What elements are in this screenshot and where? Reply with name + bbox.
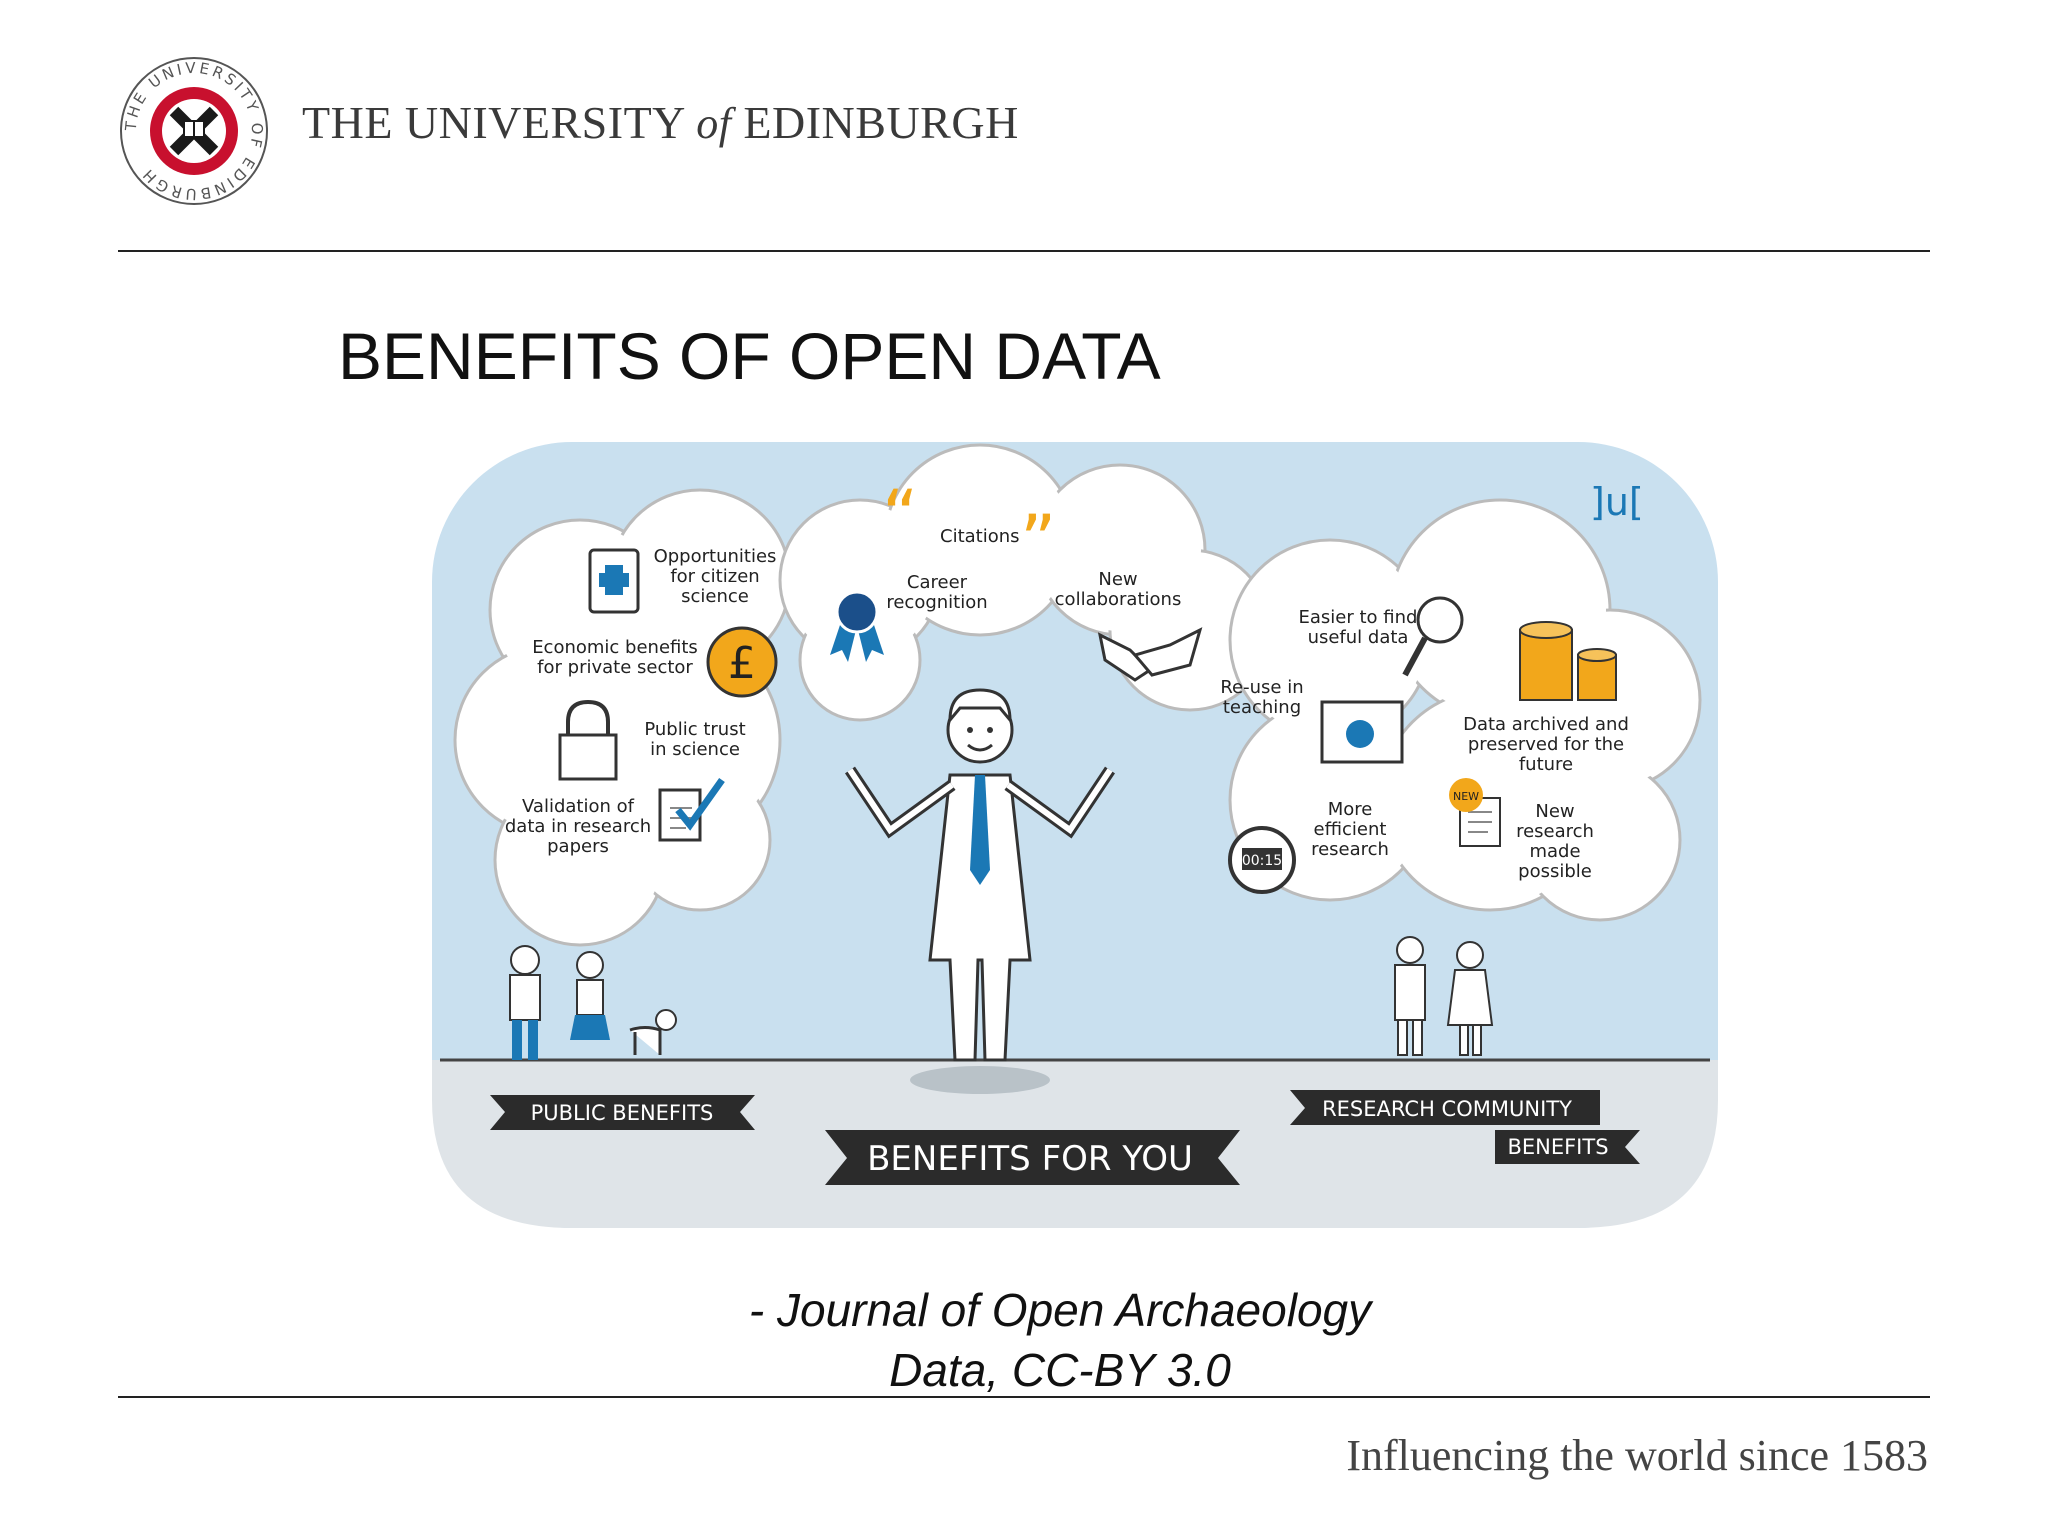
research-community-banner: RESEARCH COMMUNITY BENEFITS [1290, 1090, 1640, 1164]
svg-text:recognition: recognition [886, 592, 987, 613]
public-trust-text: Public trust in science [644, 719, 745, 760]
svg-text:Validation of: Validation of [522, 796, 635, 817]
credit-line-1: - Journal of Open Archaeology [748, 1284, 1372, 1336]
svg-text:efficient: efficient [1314, 819, 1387, 840]
svg-text:preserved for the: preserved for the [1468, 734, 1624, 755]
university-name: THE UNIVERSITY of EDINBURGH [302, 97, 1019, 148]
svg-text:teaching: teaching [1223, 697, 1301, 718]
scientist-figure [845, 688, 1115, 1094]
svg-text:future: future [1519, 754, 1573, 775]
svg-text:Opportunities: Opportunities [654, 546, 777, 567]
svg-text:papers: papers [547, 836, 609, 857]
svg-text:Career: Career [907, 572, 968, 593]
career-text: Career recognition [886, 572, 987, 613]
svg-text:for private sector: for private sector [537, 657, 693, 678]
open-data-benefits-illustration: ]u[ [430, 440, 1720, 1230]
padlock-icon [558, 699, 618, 781]
svg-text:science: science [681, 586, 749, 607]
data-archived-text: Data archived and preserved for the futu… [1463, 714, 1629, 775]
citations-text: Citations [940, 526, 1020, 547]
svg-text:Data archived and: Data archived and [1463, 714, 1629, 735]
svg-text:NEW: NEW [1453, 790, 1479, 803]
top-divider [118, 250, 1930, 252]
slide-title: BENEFITS OF OPEN DATA [338, 319, 1161, 393]
svg-text:data in research: data in research [505, 816, 651, 837]
svg-text:More: More [1328, 799, 1373, 820]
pound-coin-icon: £ [706, 626, 778, 698]
collaborations-text: New collaborations [1055, 569, 1182, 610]
svg-text:made: made [1529, 841, 1580, 862]
svg-text:possible: possible [1518, 861, 1592, 882]
public-people-figures [509, 945, 677, 1060]
benefits-for-you-banner: BENEFITS FOR YOU [825, 1130, 1240, 1185]
tablet-plus-icon [588, 548, 640, 614]
svg-text:Public trust: Public trust [644, 719, 745, 740]
svg-text:research: research [1311, 839, 1389, 860]
svg-text:00:15: 00:15 [1242, 853, 1282, 869]
more-efficient-text: More efficient research [1311, 799, 1389, 860]
magnifying-glass-icon [1402, 596, 1464, 677]
award-ribbon-icon [830, 590, 884, 662]
svg-text:Re-use in: Re-use in [1220, 677, 1303, 698]
svg-text:useful data: useful data [1308, 627, 1409, 648]
svg-text:collaborations: collaborations [1055, 589, 1182, 610]
svg-text:BENEFITS: BENEFITS [1507, 1135, 1608, 1159]
university-crest-logo: THE UNIVERSITY OF EDINBURGH [118, 55, 270, 207]
opportunities-text: Opportunities for citizen science [654, 546, 777, 607]
economic-text: Economic benefits for private sector [532, 637, 698, 678]
checked-document-icon [658, 777, 725, 842]
svg-text:“: “ [882, 475, 918, 557]
svg-text:New: New [1535, 801, 1574, 822]
image-credit: - Journal of Open Archaeology Data, CC-B… [600, 1280, 1520, 1400]
svg-text:Easier to find: Easier to find [1299, 607, 1418, 628]
svg-text:”: ” [1020, 500, 1056, 582]
svg-text:New: New [1098, 569, 1137, 590]
footer-tagline: Influencing the world since 1583 [1346, 1431, 1928, 1480]
whiteboard-apple-icon [1320, 700, 1404, 764]
publisher-mark: ]u[ [1590, 480, 1644, 524]
validation-text: Validation of data in research papers [505, 796, 651, 857]
svg-text:research: research [1516, 821, 1594, 842]
svg-text:in science: in science [650, 739, 740, 760]
svg-text:£: £ [728, 638, 756, 689]
reuse-text: Re-use in teaching [1220, 677, 1303, 718]
quote-marks-icon: “ ” [882, 475, 1056, 582]
credit-line-2: Data, CC-BY 3.0 [889, 1344, 1231, 1396]
public-benefits-banner: PUBLIC BENEFITS [490, 1095, 755, 1130]
stopwatch-icon: 00:15 [1228, 826, 1296, 894]
handshake-icon [1097, 627, 1203, 682]
svg-text:for citizen: for citizen [670, 566, 759, 587]
svg-text:PUBLIC BENEFITS: PUBLIC BENEFITS [531, 1101, 714, 1125]
new-paper-icon: NEW [1449, 778, 1501, 847]
easier-to-find-text: Easier to find useful data [1299, 607, 1418, 648]
archive-cylinders-icon [1519, 621, 1617, 701]
svg-text:BENEFITS FOR YOU: BENEFITS FOR YOU [867, 1139, 1193, 1179]
bottom-divider [118, 1396, 1930, 1398]
research-people-figures [1394, 936, 1494, 1056]
svg-text:RESEARCH COMMUNITY: RESEARCH COMMUNITY [1322, 1097, 1572, 1121]
svg-text:Economic benefits: Economic benefits [532, 637, 698, 658]
new-research-text: New research made possible [1516, 801, 1594, 882]
